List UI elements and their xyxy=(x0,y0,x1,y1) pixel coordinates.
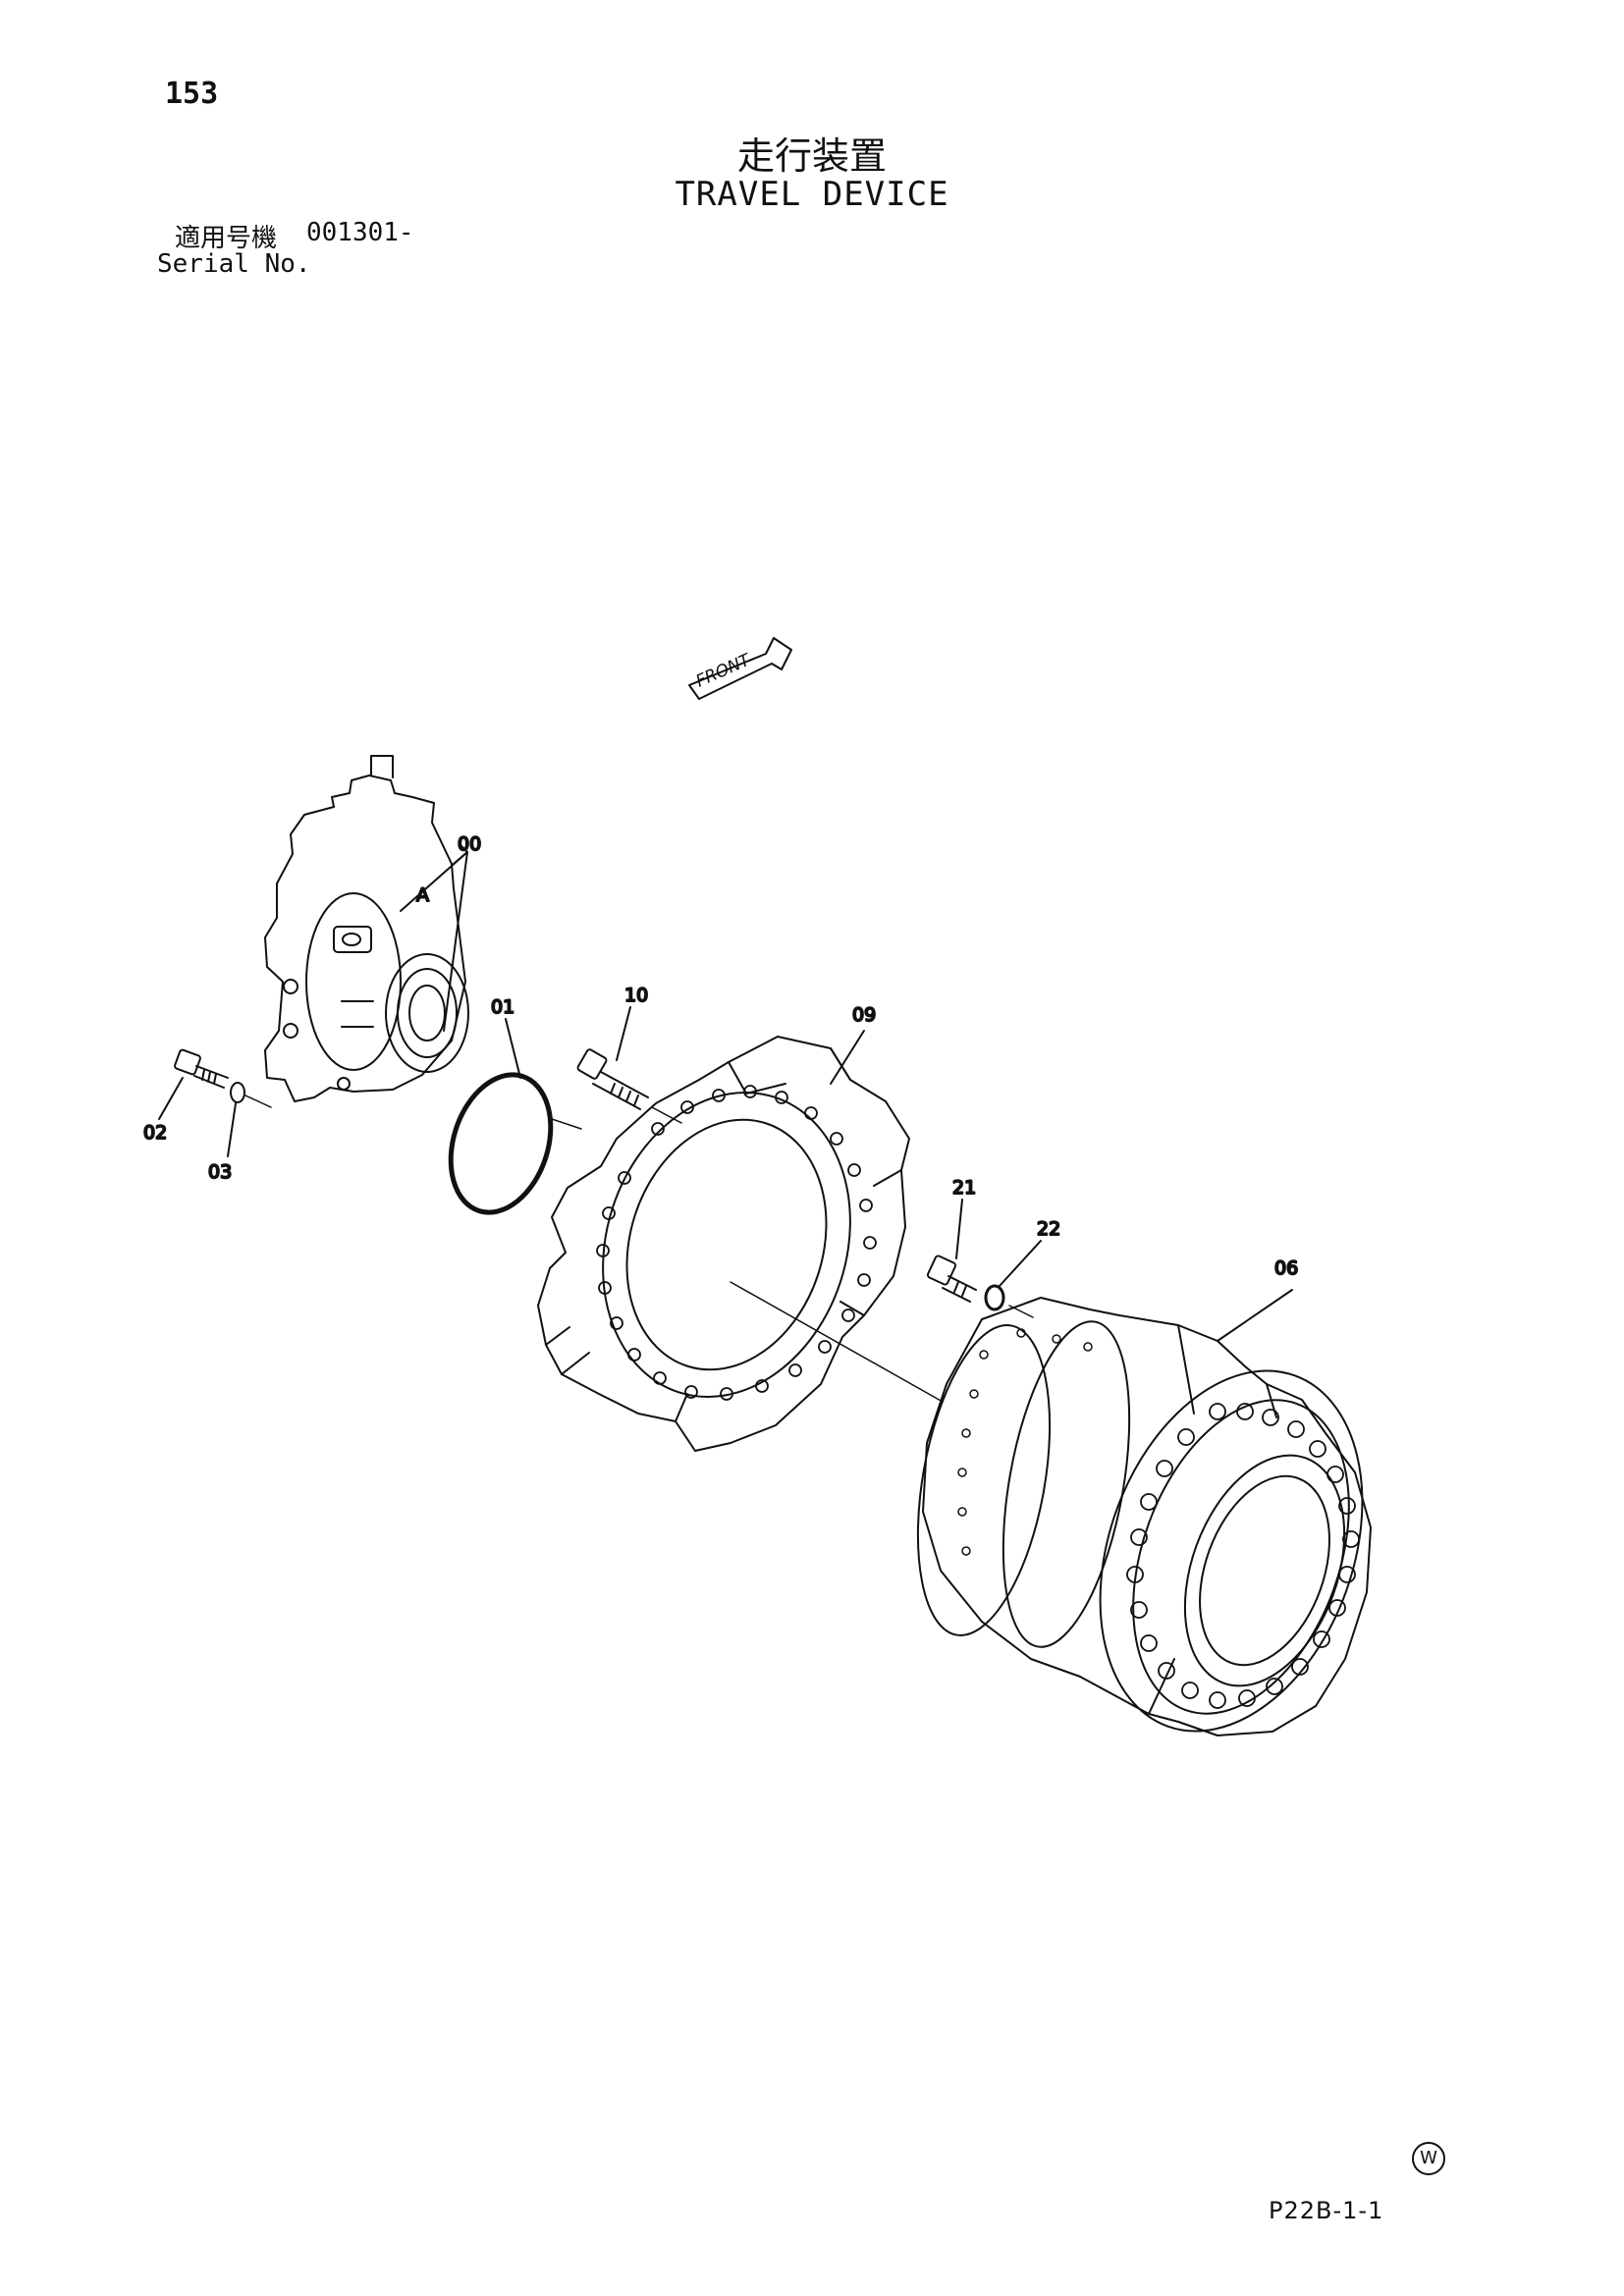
axis-line-01 xyxy=(551,1118,582,1130)
bolt-02 xyxy=(174,1048,229,1089)
figure-code: P22B-1-1 xyxy=(1269,2197,1384,2224)
callout-00: 00 xyxy=(458,833,481,855)
serial-number-value: 001301- xyxy=(306,218,414,247)
sprocket-09 xyxy=(537,1036,910,1452)
leader-03 xyxy=(227,1102,237,1157)
leader-06 xyxy=(1217,1289,1293,1342)
washer-22 xyxy=(984,1284,1005,1311)
w-mark-icon: W xyxy=(1412,2142,1445,2175)
leader-21 xyxy=(955,1199,963,1259)
callout-22: 22 xyxy=(1037,1218,1060,1240)
callout-10: 10 xyxy=(624,985,648,1006)
serial-label-japanese: 適用号機 xyxy=(175,224,278,253)
leader-10 xyxy=(616,1006,631,1061)
bolt-10 xyxy=(576,1048,649,1110)
leader-02 xyxy=(158,1077,184,1120)
title-english: TRAVEL DEVICE xyxy=(675,175,949,214)
axis-line-10 xyxy=(651,1106,682,1124)
hub-outer-holes xyxy=(957,1328,1093,1556)
o-ring-01 xyxy=(448,1072,554,1215)
reduction-gear-06 xyxy=(916,1297,1372,1736)
front-arrow-icon: FRONT xyxy=(688,637,792,700)
title-japanese: 走行装置 xyxy=(736,134,887,178)
callout-03: 03 xyxy=(208,1161,232,1183)
leader-22 xyxy=(999,1240,1042,1287)
leader-a xyxy=(400,843,468,912)
view-label-a: A xyxy=(416,884,429,906)
leader-09 xyxy=(830,1030,865,1085)
axis-line-main xyxy=(730,1281,944,1403)
leader-01 xyxy=(505,1018,521,1079)
callout-02: 02 xyxy=(143,1122,167,1144)
travel-motor-housing xyxy=(264,755,469,1102)
hub-bolt-heads xyxy=(1126,1403,1360,1709)
page-number: 153 xyxy=(165,77,219,111)
callout-06: 06 xyxy=(1274,1257,1298,1279)
callout-01: 01 xyxy=(491,996,514,1018)
washer-03 xyxy=(230,1082,245,1103)
serial-label-english: Serial No. xyxy=(157,249,311,279)
sprocket-bolt-holes xyxy=(596,1085,877,1401)
bolt-21 xyxy=(926,1255,977,1303)
front-label: FRONT xyxy=(693,650,755,692)
callout-09: 09 xyxy=(852,1004,876,1026)
axis-line-02 xyxy=(244,1095,272,1108)
callout-21: 21 xyxy=(952,1177,976,1199)
